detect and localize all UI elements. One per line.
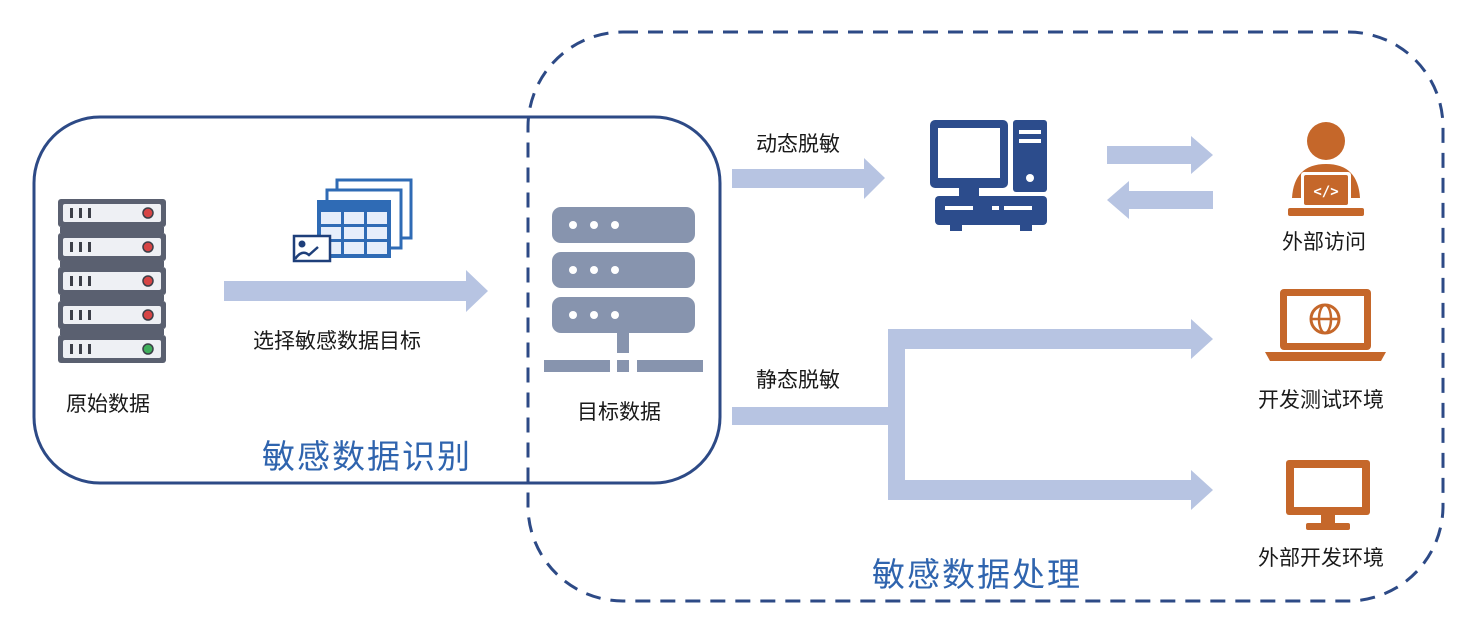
database-server-icon [544, 207, 703, 372]
data-table-selection-icon [292, 178, 413, 263]
desktop-computer-icon [930, 120, 1047, 231]
arrow-from-external [1107, 181, 1213, 219]
dynamic-masking-label: 动态脱敏 [756, 132, 840, 156]
static-masking-label: 静态脱敏 [756, 368, 840, 392]
monitor-icon [1286, 460, 1370, 530]
arrow-static-masking [732, 319, 1213, 510]
svg-text:</>: </> [1313, 184, 1338, 200]
processing-group-frame [526, 30, 1445, 603]
identification-group-title: 敏感数据识别 [262, 437, 472, 476]
laptop-globe-icon [1265, 289, 1386, 361]
identification-group-frame [32, 115, 722, 485]
arrow-select-target [224, 270, 488, 312]
user-laptop-code-icon: </> [1288, 122, 1364, 216]
select-target-label: 选择敏感数据目标 [253, 329, 421, 353]
arrow-to-external [1107, 136, 1213, 174]
raw-data-label: 原始数据 [66, 392, 150, 416]
external-dev-env-label: 外部开发环境 [1258, 546, 1384, 570]
arrow-dynamic-masking [732, 158, 885, 199]
dev-test-env-label: 开发测试环境 [1258, 388, 1384, 412]
external-access-label: 外部访问 [1282, 230, 1366, 254]
server-rack-icon [58, 199, 166, 363]
target-data-label: 目标数据 [577, 400, 661, 424]
processing-group-title: 敏感数据处理 [872, 555, 1082, 594]
